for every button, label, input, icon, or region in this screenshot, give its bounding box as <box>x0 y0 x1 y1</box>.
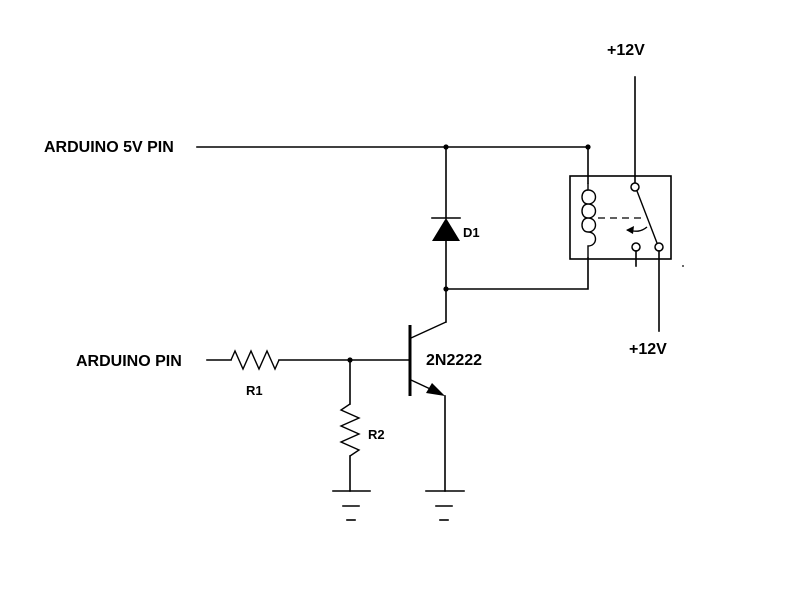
d1-label: D1 <box>463 225 480 240</box>
r1-resistor <box>230 349 280 371</box>
r2-resistor <box>339 403 361 457</box>
diode-triangle <box>432 218 460 241</box>
relay-coil <box>587 183 597 258</box>
stray-dot <box>682 265 684 267</box>
relay-switch-arm <box>636 190 658 244</box>
arduino-5v-pin-label: ARDUINO 5V PIN <box>44 139 174 156</box>
r2-label: R2 <box>368 427 385 442</box>
supply-top-label: +12V <box>607 42 645 59</box>
switch-arrow-head <box>626 226 634 234</box>
coil-return-wire <box>445 257 589 290</box>
supply-bottom-label: +12V <box>629 341 667 358</box>
relay-box <box>569 175 672 260</box>
relay-common-contact <box>630 182 640 192</box>
relay-coil-loops <box>581 189 589 233</box>
emitter-arrow <box>426 383 445 396</box>
transistor-label: 2N2222 <box>426 352 482 369</box>
arduino-pin-label: ARDUINO PIN <box>76 353 182 370</box>
r1-label: R1 <box>246 383 263 398</box>
relay-nc-contact <box>631 242 641 252</box>
transistor-collector-leg <box>410 321 447 339</box>
relay-no-contact <box>654 242 664 252</box>
